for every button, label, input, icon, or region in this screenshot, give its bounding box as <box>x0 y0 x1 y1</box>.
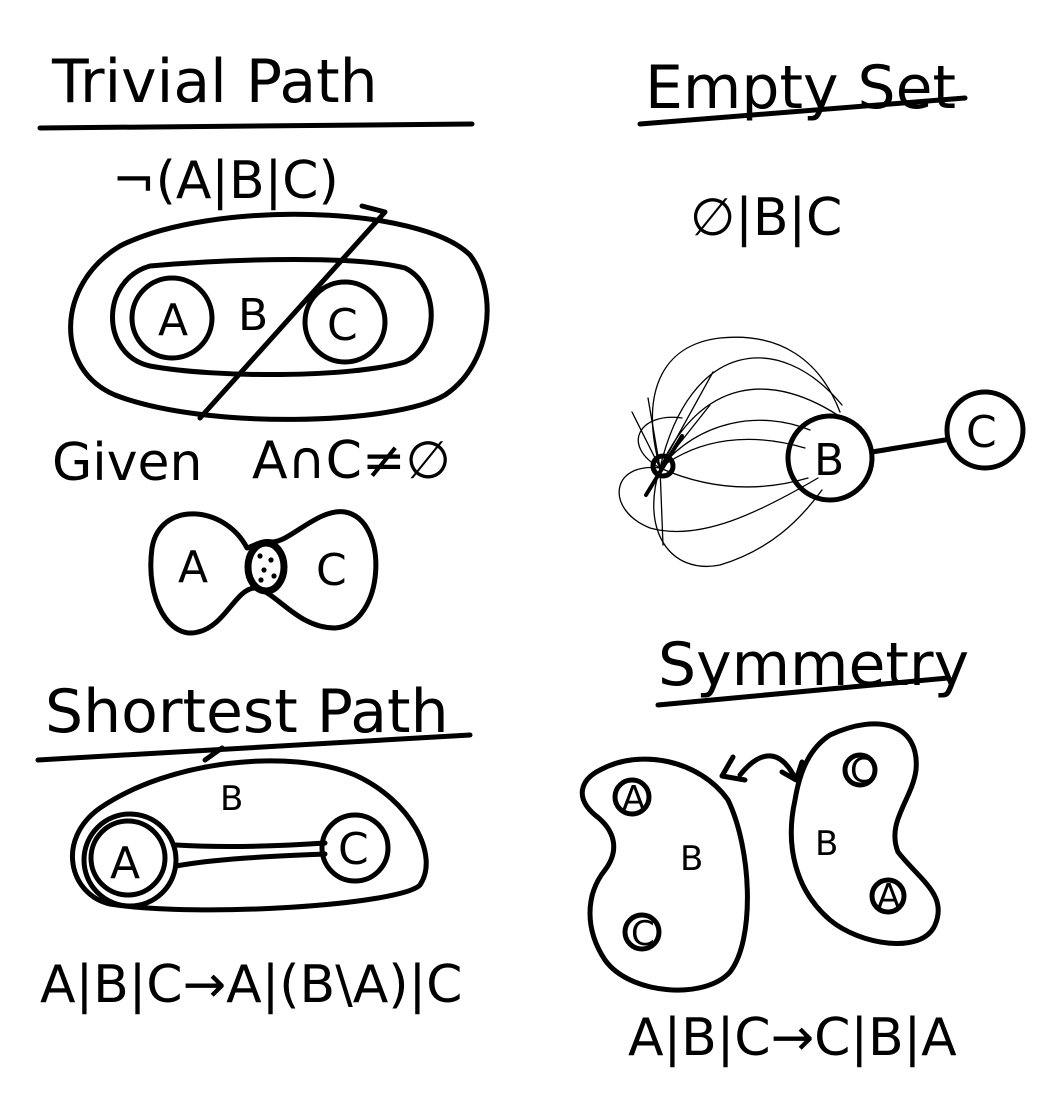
left-node-c-circle <box>622 912 662 952</box>
shortest-c-label: C <box>338 824 369 875</box>
trivial-path-panel: Trivial Path ¬(A|B|C) A B C Given A∩C≠∅ … <box>37 47 490 636</box>
intersection-dot <box>257 553 263 559</box>
intersection-dot <box>268 557 274 563</box>
trivial-path-formula: ¬(A|B|C) <box>112 151 339 211</box>
swap-arrow-arc <box>737 753 798 781</box>
right-node-a-label: A <box>877 877 900 917</box>
symmetry-underline <box>655 675 951 708</box>
given-label: Given <box>52 433 202 493</box>
outer-set-boundary <box>68 211 490 422</box>
empty-node-slash <box>644 434 684 497</box>
scribble-edges <box>618 336 846 567</box>
left-node-c-label: C <box>631 914 655 954</box>
set-a-inner-circle <box>88 818 168 898</box>
strike-through-line <box>197 203 388 421</box>
shortest-a-label: A <box>110 838 140 889</box>
set-c-circle <box>319 812 391 884</box>
set-b-boundary <box>70 758 429 913</box>
empty-set-panel: Empty Set ∅|B|C B C <box>618 53 1026 567</box>
shortest-path-heading: Shortest Path <box>45 677 449 747</box>
intersection-dot <box>258 577 264 583</box>
empty-set-node <box>650 453 676 479</box>
node-c-label: C <box>966 407 997 458</box>
right-node-c-circle <box>842 752 878 788</box>
set-b-label: B <box>238 290 268 341</box>
left-node-a-label: A <box>622 779 645 819</box>
boundary-tick <box>202 745 225 763</box>
intersection-dot <box>271 573 277 579</box>
inner-set-boundary <box>110 257 434 378</box>
path-edge-bottom <box>173 851 328 869</box>
swap-arrow-left-head <box>719 754 748 783</box>
set-a-circle <box>81 811 179 909</box>
set-c-label: C <box>327 300 358 351</box>
right-node-b-label: B <box>815 824 838 864</box>
path-edge-top <box>173 840 328 849</box>
node-b-circle <box>785 413 875 503</box>
trivial-path-underline <box>37 121 475 131</box>
bowtie-a-label: A <box>178 542 208 593</box>
set-a-circle <box>129 275 215 361</box>
right-node-c-label: C <box>850 751 874 791</box>
empty-set-formula: ∅|B|C <box>690 188 842 248</box>
set-c-circle <box>302 279 388 365</box>
intersection-dot <box>261 567 267 573</box>
left-blob <box>579 756 750 993</box>
right-node-a-circle <box>869 877 907 915</box>
bowtie-sets <box>148 509 379 636</box>
trivial-path-heading: Trivial Path <box>51 47 378 117</box>
left-node-b-label: B <box>680 839 703 879</box>
right-blob <box>788 721 941 946</box>
empty-set-underline <box>637 95 968 127</box>
given-condition: A∩C≠∅ <box>252 431 451 491</box>
shortest-path-panel: Shortest Path B A C A|B|C→A|(B\A)|C <box>35 677 473 1015</box>
symmetry-panel: Symmetry A B C C B A A|B|C→C|B|A <box>579 630 969 1068</box>
bowtie-c-label: C <box>316 545 347 596</box>
shortest-b-label: B <box>220 779 243 819</box>
shortest-path-formula: A|B|C→A|(B\A)|C <box>40 955 462 1015</box>
shortest-path-underline <box>35 732 473 763</box>
set-a-label: A <box>158 295 188 346</box>
node-c-circle <box>944 389 1026 471</box>
swap-arrow-right-head <box>779 759 805 783</box>
intersection-region <box>244 539 288 595</box>
node-b-label: B <box>814 435 844 486</box>
left-node-a-circle <box>612 777 652 817</box>
symmetry-formula: A|B|C→C|B|A <box>628 1008 957 1068</box>
edge-b-c <box>869 437 948 455</box>
